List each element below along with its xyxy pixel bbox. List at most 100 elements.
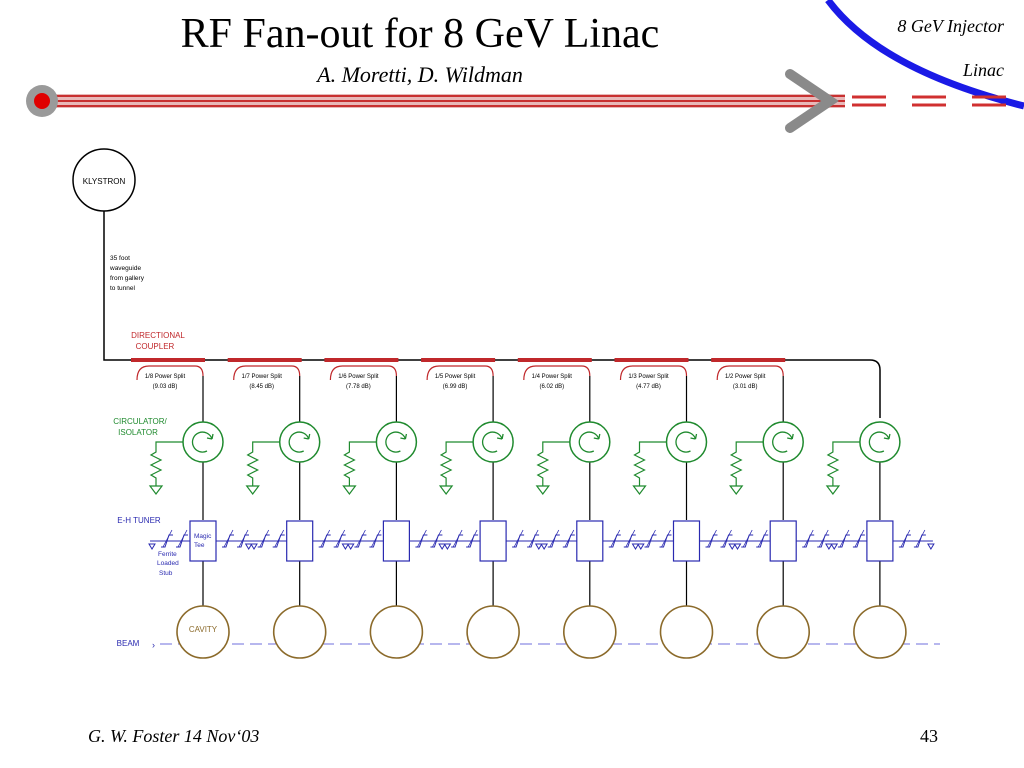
ground-symbol — [245, 485, 260, 495]
ferrite-stub — [216, 529, 258, 550]
ferrite-stub-label: Loaded — [157, 560, 179, 567]
power-split-db: (8.45 dB) — [249, 384, 274, 390]
stub-symbol — [913, 534, 926, 548]
isolator-load — [826, 441, 860, 486]
beam-label: BEAM — [117, 639, 140, 648]
circulator-arrow — [481, 431, 503, 453]
circulator-arrowhead — [593, 433, 601, 440]
circulator — [375, 421, 418, 463]
directional-coupler: 1/6 Power Split(7.78 dB) — [324, 358, 399, 390]
cavity — [369, 605, 424, 659]
coupler-branch — [619, 365, 688, 381]
ground-symbol — [733, 543, 742, 550]
ferrite-stub — [631, 529, 674, 550]
page-number: 43 — [920, 726, 938, 746]
stub-symbol — [451, 534, 464, 548]
circulator-arrowhead — [496, 433, 504, 440]
coupler-branch — [426, 365, 494, 381]
circulator-arrowhead — [206, 433, 214, 440]
stub-symbol — [898, 534, 911, 548]
stub-symbol — [608, 534, 621, 548]
stub-symbol — [318, 534, 331, 548]
waveguide-note-line: waveguide — [109, 265, 141, 272]
coupler-branch — [716, 365, 784, 381]
isolator-load — [439, 441, 474, 486]
ground-symbol — [342, 485, 357, 495]
rf-channel — [244, 376, 355, 659]
stub-arrow — [238, 529, 249, 548]
ferrite-stub — [534, 529, 577, 550]
stub-arrow — [610, 529, 621, 548]
ground-symbol — [341, 543, 350, 550]
ground-symbol — [636, 543, 645, 550]
magic-tee — [382, 520, 410, 562]
stub-symbol — [237, 534, 249, 548]
directional-coupler-label: COUPLER — [136, 342, 175, 351]
stub-symbol — [720, 534, 733, 548]
waveguide-note-line: 35 foot — [110, 255, 130, 262]
stub-symbol — [837, 534, 850, 548]
cavity — [756, 605, 811, 659]
stub-arrow — [335, 529, 346, 548]
stub-symbol — [415, 534, 428, 548]
ferrite-stub — [506, 529, 548, 550]
stub-arrow — [320, 529, 331, 548]
directional-coupler-label: DIRECTIONAL — [131, 331, 185, 340]
footer-author-date: G. W. Foster 14 Nov‘03 — [88, 726, 260, 746]
stub-symbol — [176, 534, 188, 548]
stub-arrow — [274, 529, 285, 548]
corner-label-line1: 8 GeV Injector — [897, 16, 1004, 36]
circulator-arrow — [191, 431, 213, 453]
ferrite-stub-label: Stub — [159, 570, 173, 577]
ferrite-stub — [825, 529, 867, 550]
ferrite-stub — [312, 529, 355, 550]
power-split-db: (9.03 dB) — [153, 384, 178, 390]
circulator-arrowhead — [883, 433, 891, 440]
ground-symbol — [830, 543, 839, 550]
circulator-arrow — [675, 431, 697, 453]
ferrite-stub — [438, 529, 481, 550]
isolator-load — [246, 441, 280, 486]
ferrite-stub — [341, 529, 384, 550]
ferrite-stub — [796, 529, 839, 550]
stub-arrow — [549, 529, 560, 548]
stub-arrow — [757, 529, 768, 548]
klystron-circle — [72, 148, 136, 212]
cavity — [272, 605, 327, 659]
stub-arrow — [177, 529, 188, 548]
cavity-label: CAVITY — [189, 625, 218, 634]
stub-symbol — [741, 534, 754, 548]
stub-arrow — [915, 529, 926, 548]
stub-symbol — [354, 534, 367, 548]
stub-arrow — [223, 529, 234, 548]
stub-symbol — [272, 534, 285, 548]
ground-symbol — [443, 543, 452, 550]
stub-symbol — [644, 534, 657, 548]
power-split-label: 1/7 Power Split — [242, 374, 283, 380]
ground-symbol — [535, 485, 550, 495]
power-split-db: (6.99 dB) — [443, 384, 468, 390]
stub-symbol — [659, 534, 672, 548]
ground-symbol — [540, 543, 548, 550]
ground-symbol — [825, 485, 841, 495]
stub-arrow — [803, 529, 814, 548]
stub-arrow — [259, 529, 270, 548]
ground-symbol — [927, 543, 935, 550]
stub-arrow — [646, 529, 656, 548]
stub-arrow — [818, 529, 829, 548]
ground-symbol — [729, 485, 744, 495]
power-split-db: (3.01 dB) — [733, 384, 758, 390]
ground-symbol — [148, 543, 156, 550]
eh-tuner-label: E-H TUNER — [117, 516, 161, 525]
ferrite-stub-label: Ferrite — [158, 551, 177, 558]
coupler-branch — [136, 365, 204, 381]
isolator-load — [149, 441, 183, 486]
stub-symbol — [333, 534, 346, 548]
rf-channel — [148, 376, 258, 659]
power-split-label: 1/2 Power Split — [725, 374, 766, 380]
power-split-label: 1/3 Power Split — [628, 374, 669, 380]
klystron-label: KLYSTRON — [83, 177, 126, 186]
magic-tee — [286, 520, 314, 562]
stub-arrow — [900, 529, 911, 548]
directional-coupler: 1/4 Power Split(6.02 dB) — [517, 358, 592, 390]
